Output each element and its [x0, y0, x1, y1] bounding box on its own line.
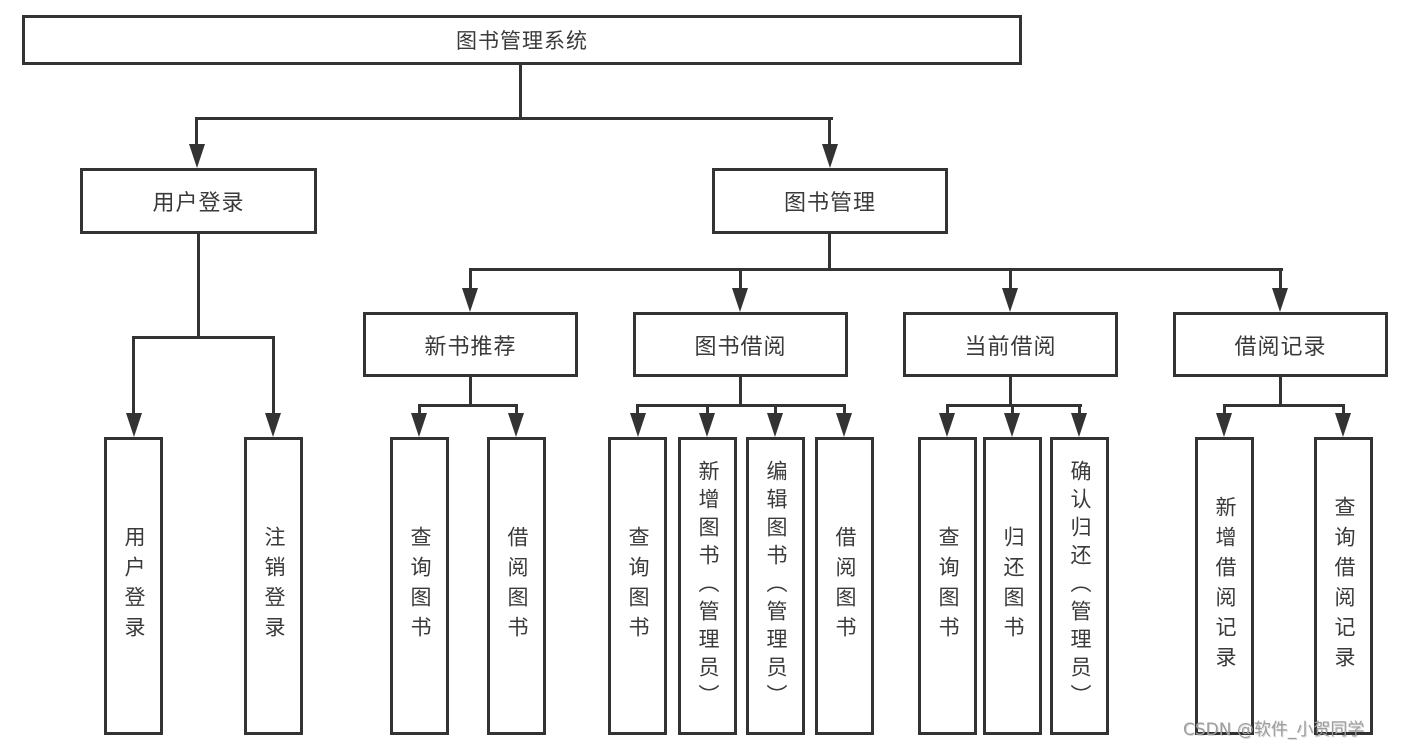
- connector-line: [195, 117, 198, 146]
- node-library-management-system: 图书管理系统: [22, 15, 1022, 65]
- connector-line: [1342, 404, 1345, 415]
- node-label: 用户登录: [122, 526, 146, 646]
- arrowhead-down-icon: [462, 288, 478, 312]
- node-label: 查询图书: [936, 526, 960, 646]
- arrowhead-down-icon: [1071, 413, 1087, 437]
- node-label: 查询图书: [408, 526, 432, 646]
- arrowhead-down-icon: [939, 413, 955, 437]
- arrowhead-down-icon: [1216, 413, 1232, 437]
- connector-line: [946, 404, 1082, 407]
- node-new-book-recommendation: 新书推荐: [363, 312, 578, 377]
- connector-line: [1009, 377, 1012, 406]
- leaf-return-book: 归还图书: [983, 437, 1042, 735]
- arrowhead-down-icon: [699, 413, 715, 437]
- connector-line: [469, 377, 472, 406]
- node-label: 借阅图书: [505, 526, 529, 646]
- node-label: 新书推荐: [424, 334, 517, 360]
- connector-line: [828, 233, 831, 268]
- connector-line: [469, 268, 472, 290]
- leaf-user-login: 用户登录: [104, 437, 163, 735]
- arrowhead-down-icon: [732, 288, 748, 312]
- arrowhead-down-icon: [1002, 288, 1018, 312]
- node-label: 注销登录: [262, 526, 286, 646]
- node-current-borrowing: 当前借阅: [903, 312, 1118, 377]
- connector-line: [636, 404, 639, 415]
- connector-line: [843, 404, 846, 415]
- connector-line: [132, 336, 275, 339]
- connector-line: [132, 336, 135, 415]
- node-user-login: 用户登录: [80, 168, 317, 234]
- node-borrowing-records: 借阅记录: [1173, 312, 1388, 377]
- connector-line: [515, 404, 518, 415]
- connector-line: [1009, 268, 1012, 290]
- leaf-logout: 注销登录: [244, 437, 303, 735]
- connector-line: [272, 336, 275, 415]
- node-book-management: 图书管理: [712, 168, 948, 234]
- connector-line: [1011, 404, 1014, 415]
- connector-line: [706, 404, 709, 415]
- connector-line: [197, 234, 200, 337]
- arrowhead-down-icon: [767, 413, 783, 437]
- leaf-query-borrow-record: 查询借阅记录: [1314, 437, 1373, 735]
- node-label: 查询图书: [626, 526, 650, 646]
- node-label: 归还图书: [1001, 526, 1025, 646]
- connector-line: [946, 404, 949, 415]
- connector-line: [774, 404, 777, 415]
- node-label: 新增图书（管理员）: [696, 460, 720, 712]
- leaf-borrow-books: 借阅图书: [815, 437, 874, 735]
- arrowhead-down-icon: [411, 413, 427, 437]
- arrowhead-down-icon: [822, 144, 838, 168]
- node-label: 新增借阅记录: [1213, 496, 1237, 676]
- arrowhead-down-icon: [1335, 413, 1351, 437]
- node-label: 图书管理: [783, 191, 876, 216]
- arrowhead-down-icon: [126, 413, 142, 437]
- node-label: 编辑图书（管理员）: [764, 460, 788, 712]
- node-label: 用户登录: [152, 191, 245, 216]
- connector-line: [828, 117, 831, 146]
- node-label: 当前借阅: [964, 334, 1057, 360]
- connector-line: [739, 268, 742, 290]
- arrowhead-down-icon: [836, 413, 852, 437]
- leaf-add-book-admin: 新增图书（管理员）: [678, 437, 737, 735]
- watermark: CSDN @软件_小贺同学: [1183, 720, 1365, 740]
- connector-line: [636, 404, 846, 407]
- connector-line: [739, 377, 742, 406]
- leaf-borrow-books-recommend: 借阅图书: [487, 437, 546, 735]
- connector-line: [418, 404, 518, 407]
- node-label: 借阅记录: [1234, 334, 1327, 360]
- leaf-query-books-current: 查询图书: [918, 437, 977, 735]
- arrowhead-down-icon: [265, 413, 281, 437]
- leaf-query-books-recommend: 查询图书: [390, 437, 449, 735]
- connector-line: [519, 65, 522, 119]
- connector-line: [469, 268, 1283, 271]
- connector-line: [1223, 404, 1226, 415]
- arrowhead-down-icon: [508, 413, 524, 437]
- node-label: 图书管理系统: [456, 29, 588, 53]
- connector-line: [418, 404, 421, 415]
- connector-line: [1279, 268, 1282, 290]
- arrowhead-down-icon: [630, 413, 646, 437]
- leaf-add-borrow-record: 新增借阅记录: [1195, 437, 1254, 735]
- arrowhead-down-icon: [1272, 288, 1288, 312]
- leaf-query-books-borrow: 查询图书: [608, 437, 667, 735]
- arrowhead-down-icon: [1004, 413, 1020, 437]
- arrowhead-down-icon: [189, 144, 205, 168]
- leaf-confirm-return-admin: 确认归还（管理员）: [1050, 437, 1109, 735]
- connector-line: [1279, 377, 1282, 406]
- connector-line: [1223, 404, 1345, 407]
- node-book-borrowing: 图书借阅: [633, 312, 848, 377]
- node-label: 借阅图书: [833, 526, 857, 646]
- node-label: 查询借阅记录: [1332, 496, 1356, 676]
- leaf-edit-book-admin: 编辑图书（管理员）: [746, 437, 805, 735]
- node-label: 确认归还（管理员）: [1068, 460, 1092, 712]
- connector-line: [195, 117, 833, 120]
- connector-line: [1078, 404, 1081, 415]
- node-label: 图书借阅: [694, 334, 787, 360]
